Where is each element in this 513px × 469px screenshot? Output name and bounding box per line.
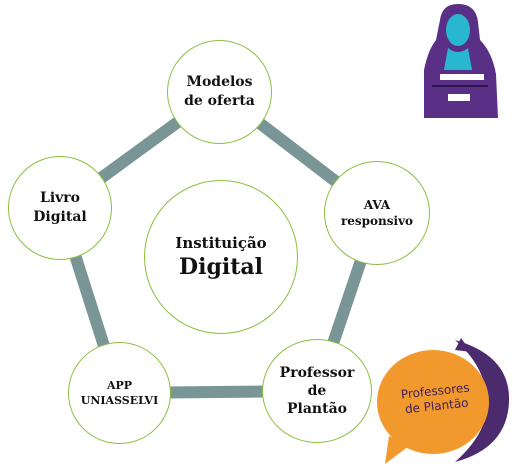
node-label: Modelos de oferta (184, 74, 255, 109)
professores-de-plantao-badge (377, 338, 510, 464)
node-modelos-de-oferta: Modelos de oferta (167, 40, 272, 144)
node-professor-de-plantao: Professor de Plantão (262, 339, 372, 443)
node-label: AVA responsivo (340, 198, 414, 228)
mona-lisa-illustration (418, 0, 500, 118)
node-label: APP UNIASSELVI (80, 379, 159, 407)
center-node: Instituição Digital (144, 180, 298, 334)
node-label: Livro Digital (33, 190, 87, 225)
node-app-uniasselvi: APP UNIASSELVI (68, 342, 171, 444)
node-ava-responsivo: AVA responsivo (324, 161, 430, 265)
center-label-line1: Instituição (175, 234, 267, 252)
center-label-line2: Digital (179, 254, 263, 280)
node-livro-digital: Livro Digital (8, 156, 112, 260)
node-label: Professor de Plantão (279, 365, 355, 417)
